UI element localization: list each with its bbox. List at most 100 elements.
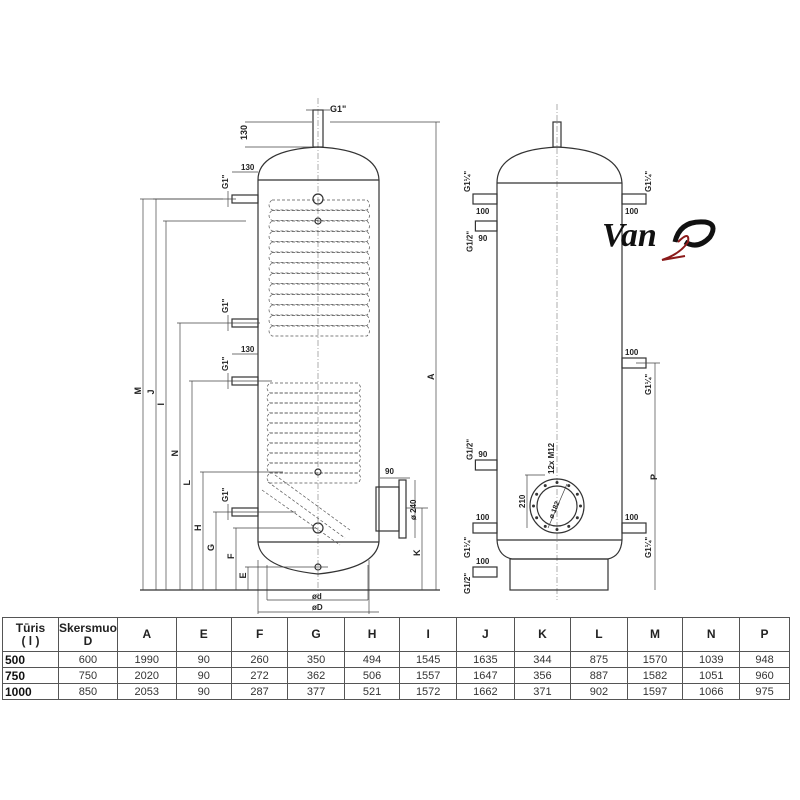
upper-coil-loop [268, 210, 370, 221]
table-cell: 960 [739, 667, 790, 684]
lower-coil-loop [266, 392, 361, 404]
upper-coil-loop [268, 304, 370, 316]
table-cell: 1572 [399, 683, 458, 700]
column-header: P [739, 617, 790, 652]
bolt-hole [535, 492, 539, 496]
dim-label-P: P [649, 474, 659, 480]
table-cell: 90 [175, 651, 232, 668]
label-connection-thread: G1/2" [465, 231, 474, 252]
label-connection-length: 100 [476, 513, 490, 522]
label-connection-thread: G1¼" [463, 537, 472, 558]
column-header: G [287, 617, 345, 652]
table-cell: 1662 [456, 683, 515, 700]
label-130: 130 [241, 163, 255, 172]
dim-label-E: E [238, 572, 248, 578]
table-cell: 1051 [682, 667, 741, 684]
volume-cell: 750 [2, 667, 59, 684]
upper-coil-loop [268, 199, 370, 211]
label-connection-thread: G1¼" [644, 537, 653, 558]
bolt-hole [555, 481, 559, 484]
label-connection-length: 90 [478, 234, 487, 243]
table-cell: 494 [343, 651, 401, 668]
column-header: F [230, 617, 289, 652]
label-top-connection: G1" [330, 104, 346, 114]
label-connection-length: 100 [476, 207, 490, 216]
table-cell: 90 [175, 683, 232, 700]
label-130-top: 130 [239, 125, 249, 140]
label-flange-90: 90 [385, 467, 394, 476]
lower-coil-loop [266, 432, 361, 444]
column-header: Tūris( l ) [2, 617, 59, 652]
label-connection-thread: G1" [221, 174, 230, 189]
side-connection [621, 522, 647, 534]
column-header: I [399, 617, 458, 652]
column-header: J [456, 617, 515, 652]
table-cell: 362 [287, 667, 345, 684]
bolt-hole [543, 524, 547, 528]
upper-coil-loop [268, 252, 370, 263]
table-cell: 1635 [456, 651, 515, 668]
bolt-hole [567, 484, 571, 488]
bolt-hole [543, 484, 547, 488]
table-cell: 1597 [626, 683, 684, 700]
table-cell: 1066 [682, 683, 741, 700]
column-header: N [682, 617, 741, 652]
side-connection [472, 566, 498, 578]
table-cell: 2053 [116, 683, 177, 700]
table-cell: 750 [57, 667, 118, 684]
dim-label-J: J [146, 389, 156, 394]
upper-coil-loop [268, 315, 370, 326]
table-cell: 272 [230, 667, 289, 684]
label-bolts: 12x M12 [547, 442, 556, 474]
dim-label-F: F [226, 553, 236, 559]
dim-label-N: N [170, 450, 180, 457]
label-connection-length: 100 [625, 513, 639, 522]
column-header: E [175, 617, 232, 652]
dim-label-H: H [193, 525, 203, 532]
column-header: L [570, 617, 628, 652]
lower-coil-loop [266, 382, 361, 394]
vano-logo: Van [602, 217, 716, 261]
table-cell: 521 [343, 683, 401, 700]
bolt-hole [532, 504, 535, 508]
bolt-hole [567, 524, 571, 528]
upper-coil-loop [268, 220, 370, 232]
lower-coil-loop [266, 412, 361, 424]
coil-diagonal [261, 474, 351, 546]
label-dia-d: ød [312, 592, 322, 601]
side-connection [474, 459, 498, 471]
bolt-hole [555, 528, 559, 531]
dim-label-K: K [412, 549, 422, 556]
table-cell: 1039 [682, 651, 741, 668]
dim-label-I: I [156, 403, 166, 406]
table-cell: 344 [513, 651, 572, 668]
bolt-hole [579, 504, 582, 508]
table-cell: 90 [175, 667, 232, 684]
label-connection-length: 90 [478, 450, 487, 459]
bolt-hole [575, 492, 579, 496]
bolt-hole [575, 516, 579, 520]
table-cell: 1647 [456, 667, 515, 684]
table-cell: 850 [57, 683, 118, 700]
table-cell: 1545 [399, 651, 458, 668]
upper-coil-loop [268, 294, 370, 305]
table-cell: 887 [570, 667, 628, 684]
bolt-hole [535, 516, 539, 520]
table-cell: 1557 [399, 667, 458, 684]
label-connection-thread: G1" [221, 487, 230, 502]
dim-label-A: A [426, 373, 436, 380]
lower-coil-loop [266, 472, 361, 484]
upper-coil-loop [268, 262, 370, 274]
label-connection-thread: G1" [221, 298, 230, 313]
label-connection-thread: G1/2" [463, 573, 472, 594]
label-dia240: ø 240 [409, 499, 418, 520]
table-cell: 975 [739, 683, 790, 700]
label-connection-length: 100 [625, 348, 639, 357]
label-connection-thread: G1/2" [465, 439, 474, 460]
label-connection-thread: G1¼" [644, 171, 653, 192]
